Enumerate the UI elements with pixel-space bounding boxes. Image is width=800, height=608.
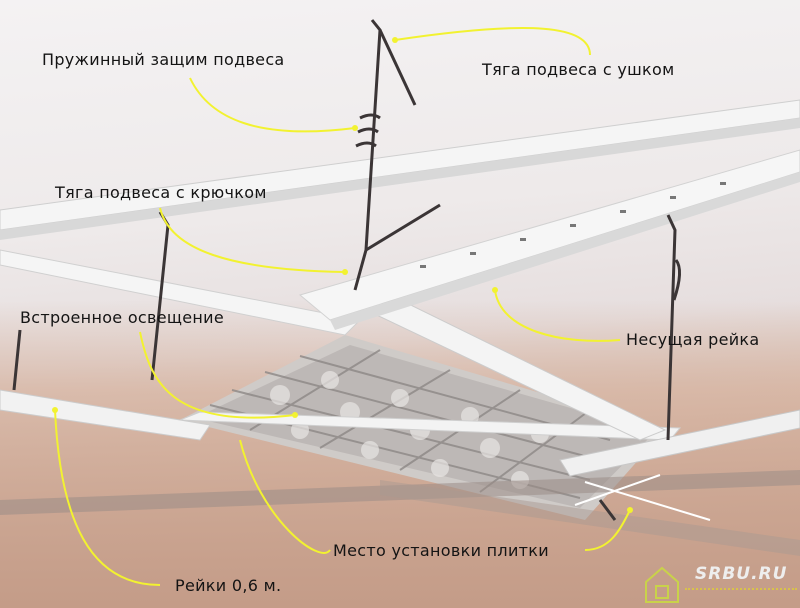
label-rails-06: Рейки 0,6 м. [175, 576, 282, 595]
label-eye-rod: Тяга подвеса с ушком [482, 60, 675, 79]
tile-dimension-arrows [574, 474, 711, 521]
label-spring-clip: Пружинный защим подвеса [42, 50, 285, 69]
watermark: SRBU.RU [640, 560, 800, 608]
house-icon [645, 566, 679, 603]
annotation-arrows [54, 27, 631, 586]
main-rail-graphic [0, 99, 800, 556]
watermark-dotted-line [685, 588, 797, 590]
label-hook-rod: Тяга подвеса с крючком [55, 183, 267, 202]
label-tile-place: Место установки плитки [333, 541, 549, 560]
label-main-rail: Несущая рейка [626, 330, 760, 349]
annotation-arrowheads [52, 37, 633, 513]
label-built-in-light: Встроенное освещение [20, 308, 224, 327]
watermark-text: SRBU.RU [695, 564, 788, 584]
